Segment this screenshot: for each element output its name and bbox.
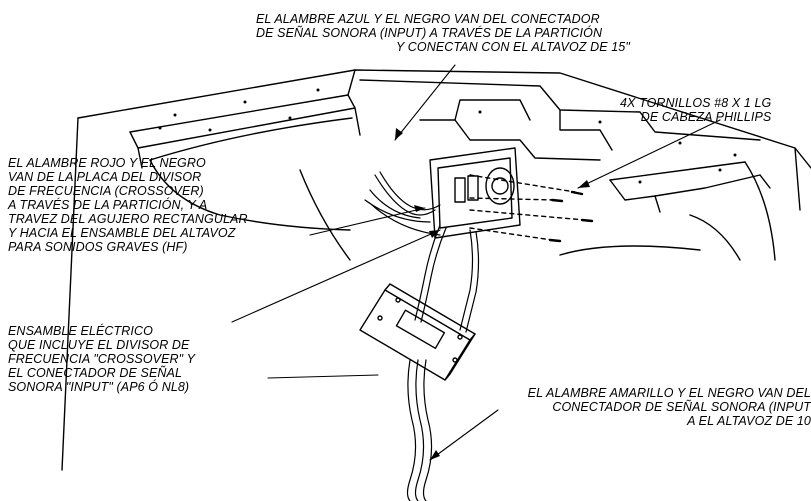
callout-line: DE FRECUENCIA (CROSSOVER) — [8, 184, 204, 198]
callout-electrical-assembly: ENSAMBLE ELÉCTRICO QUE INCLUYE EL DIVISO… — [8, 324, 195, 394]
callout-line: PARA SONIDOS GRAVES (HF) — [8, 240, 188, 254]
callout-line: VAN DE LA PLACA DEL DIVISOR — [8, 170, 202, 184]
electrical-assembly-plate — [359, 283, 476, 381]
callout-screws: 4X TORNILLOS #8 X 1 LG DE CABEZA PHILLIP… — [620, 96, 771, 124]
callout-blue-black-wires: EL ALAMBRE AZUL Y EL NEGRO VAN DEL CONEC… — [256, 12, 630, 54]
callout-line: EL ALAMBRE AMARILLO Y EL NEGRO VAN DEL — [527, 386, 811, 400]
callout-line: ENSAMBLE ELÉCTRICO — [8, 324, 153, 338]
callout-line: SONORA "INPUT" (AP6 Ó NL8) — [8, 380, 190, 394]
callout-red-black-wires: EL ALAMBRE ROJO Y EL NEGRO VAN DE LA PLA… — [8, 156, 248, 254]
wire-bundles — [364, 171, 480, 501]
callout-line: A TRAVÉS DE LA PARTICIÓN, Y A — [8, 198, 208, 212]
leader-arrowheads — [395, 128, 590, 460]
callout-line: EL ALAMBRE AZUL Y EL NEGRO VAN DEL CONEC… — [256, 12, 600, 26]
callout-line: Y CONECTAN CON EL ALTAVOZ DE 15" — [396, 40, 630, 54]
cabinet-outline — [61, 69, 811, 471]
callout-line: FRECUENCIA "CROSSOVER" Y — [8, 352, 196, 366]
callout-yellow-black-wires: EL ALAMBRE AMARILLO Y EL NEGRO VAN DEL C… — [528, 386, 811, 428]
callout-line: 4X TORNILLOS #8 X 1 LG — [620, 96, 772, 110]
mounting-holes — [158, 88, 737, 184]
crossover-board — [429, 147, 521, 239]
callout-line: TRAVEZ DEL AGUJERO RECTANGULAR — [8, 212, 248, 226]
callout-line: DE SEÑAL SONORA (INPUT) A TRAVÉS DE LA P… — [256, 26, 603, 40]
leader-lines — [231, 64, 721, 461]
screws — [469, 174, 594, 243]
callout-line: CONECTADOR DE SEÑAL SONORA (INPUT — [552, 400, 811, 414]
callout-line: Y HACIA EL ENSAMBLE DEL ALTAVOZ — [8, 226, 236, 240]
callout-line: A EL ALTAVOZ DE 10 — [687, 414, 811, 428]
callout-line: DE CABEZA PHILLIPS — [640, 110, 772, 124]
callout-line: QUE INCLUYE EL DIVISOR DE — [8, 338, 190, 352]
callout-line: EL CONECTADOR DE SEÑAL — [8, 366, 183, 380]
callout-line: EL ALAMBRE ROJO Y EL NEGRO — [8, 156, 206, 170]
